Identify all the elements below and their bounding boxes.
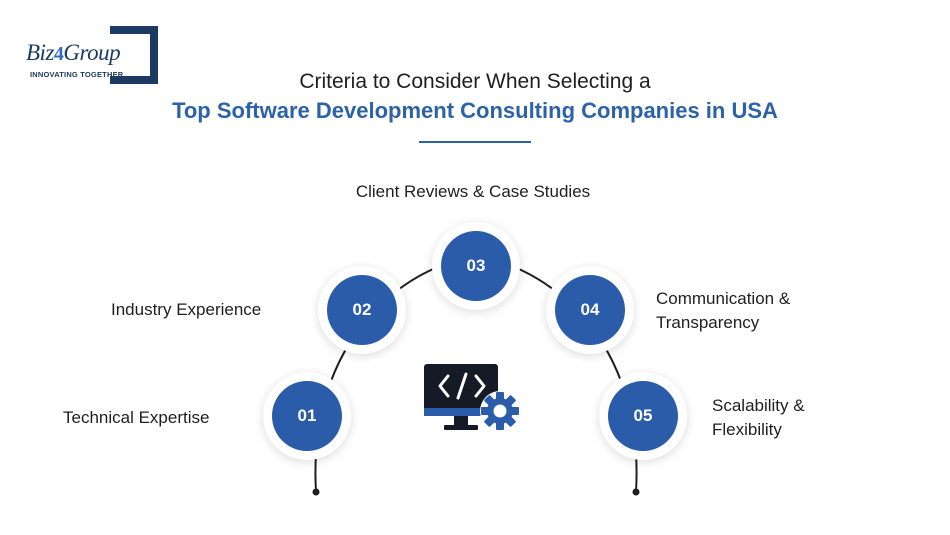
step-number-04: 04 — [555, 275, 625, 345]
step-node-02: 02 — [318, 266, 406, 354]
step-node-05: 05 — [599, 372, 687, 460]
page-title-line1: Criteria to Consider When Selecting a — [299, 70, 651, 93]
step-label-01: Technical Expertise — [63, 408, 210, 427]
logo-frame — [110, 26, 158, 84]
step-label-04-line1: Communication & — [656, 289, 791, 308]
logo-text-group: Group — [63, 40, 121, 65]
step-label-02: Industry Experience — [111, 300, 262, 319]
step-number-03: 03 — [441, 231, 511, 301]
step-number-05: 05 — [608, 381, 678, 451]
step-label-03: Client Reviews & Case Studies — [355, 182, 591, 201]
logo-text-four: 4 — [53, 43, 64, 65]
step-node-03: 03 — [432, 222, 520, 310]
title-underline — [419, 141, 531, 143]
step-label-05: Scalability & Flexibility — [712, 394, 805, 442]
step-label-04: Communication & Transparency — [656, 287, 790, 335]
step-label-04-line2: Transparency — [656, 313, 760, 332]
arc-end-dot-left — [312, 488, 320, 496]
logo-wordmark: Biz4Group — [26, 40, 123, 66]
page-title-line2: Top Software Development Consulting Comp… — [172, 98, 778, 123]
step-label-05-line1: Scalability & — [712, 396, 805, 415]
step-number-02: 02 — [327, 275, 397, 345]
logo-text-biz: Biz — [26, 40, 54, 65]
step-label-05-line2: Flexibility — [712, 420, 782, 439]
step-node-04: 04 — [546, 266, 634, 354]
code-monitor-gear-icon — [424, 364, 520, 431]
logo-tagline: INNOVATING TOGETHER — [30, 70, 124, 79]
company-logo: Biz4Group INNOVATING TOGETHER — [22, 26, 158, 86]
step-number-01: 01 — [272, 381, 342, 451]
arc-end-dot-right — [632, 488, 640, 496]
step-node-01: 01 — [263, 372, 351, 460]
